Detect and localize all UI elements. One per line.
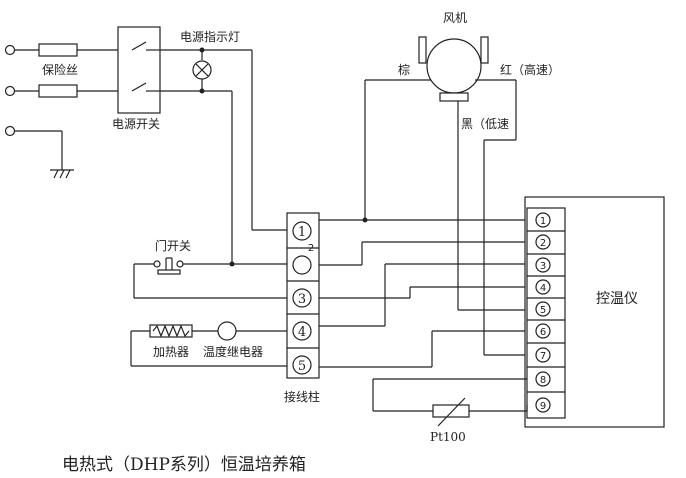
fuse (38, 43, 78, 57)
svg-text:7: 7 (540, 351, 546, 362)
terminal-5: 5 (292, 355, 312, 375)
terminal-1: 1 (292, 221, 312, 241)
controller-terminal-6: 6 (535, 323, 551, 339)
svg-text:5: 5 (298, 359, 306, 374)
svg-text:9: 9 (540, 401, 546, 412)
svg-text:2: 2 (540, 238, 546, 249)
door-switch (157, 269, 181, 275)
diagram-title: 电热式（DHP系列）恒温培养箱 (62, 455, 306, 475)
controller-terminal-8: 8 (535, 371, 551, 387)
relay-label: 温度继电器 (203, 344, 263, 359)
power-switch (117, 26, 161, 114)
controller-terminal-9: 9 (535, 397, 551, 413)
door-switch-contact (153, 260, 161, 268)
controller-label: 控温仪 (596, 291, 638, 307)
pt100-label: Pt100 (430, 430, 466, 444)
neutral-fuse (38, 84, 78, 98)
temperature-relay (217, 321, 237, 341)
svg-text:5: 5 (540, 305, 546, 316)
terminal-4: 4 (292, 321, 312, 341)
controller-terminal-7: 7 (535, 347, 551, 363)
svg-text:1: 1 (298, 225, 306, 240)
heater-label: 加热器 (153, 345, 189, 359)
controller-terminal-1: 1 (535, 212, 551, 228)
svg-text:4: 4 (540, 283, 546, 294)
controller-terminal-4: 4 (535, 279, 551, 295)
input-terminal-live (4, 44, 16, 56)
svg-text:3: 3 (540, 261, 546, 272)
controller-terminal-2: 2 (535, 234, 551, 250)
input-terminal-neutral (4, 85, 16, 97)
fan-label: 风机 (443, 11, 467, 25)
door-switch-label: 门开关 (155, 238, 191, 253)
svg-text:6: 6 (540, 327, 546, 338)
svg-text:8: 8 (540, 375, 546, 386)
fan-motor (426, 38, 482, 94)
svg-text:1: 1 (540, 216, 546, 227)
terminal-2 (292, 255, 312, 275)
terminal-2-side-label: 2 (308, 243, 314, 254)
svg-text:4: 4 (298, 325, 306, 340)
input-terminal-ground (4, 125, 16, 137)
power-switch-label: 电源开关 (112, 117, 160, 131)
terminal-block-label: 接线柱 (284, 389, 320, 404)
controller-terminal-3: 3 (535, 257, 551, 273)
power-lamp-label: 电源指示灯 (180, 29, 240, 44)
fan-black-label: 黑（低速 (461, 117, 509, 131)
fan-red-label: 红（高速） (500, 62, 560, 77)
controller-terminal-5: 5 (535, 301, 551, 317)
svg-text:3: 3 (298, 292, 306, 307)
terminal-3: 3 (292, 288, 312, 308)
fan-brown-label: 棕 (398, 62, 410, 77)
fuse-label: 保险丝 (42, 62, 78, 77)
pt100-sensor (432, 404, 470, 418)
